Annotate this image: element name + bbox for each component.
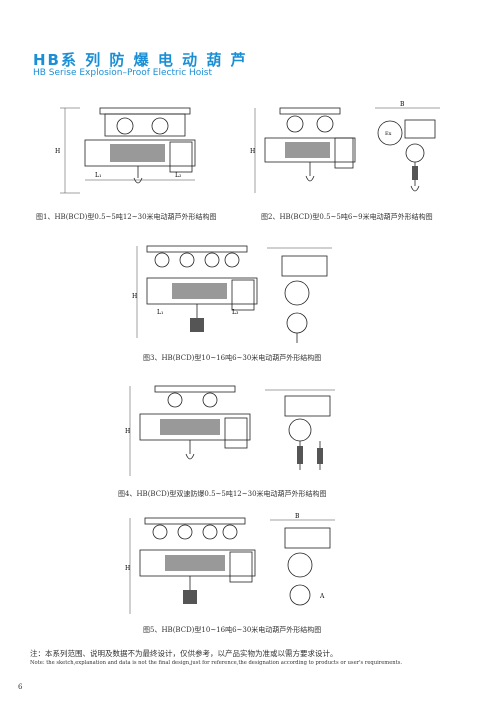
dim-h-label: H [55,148,60,155]
footer-note-en: Note: the sketch,explanation and data is… [30,660,403,666]
dim-l1-label-3: L₁ [157,309,163,316]
figure-1-caption: 图1、HB(BCD)型0.5~5吨12~30米电动葫芦外形结构图 [36,213,217,221]
figure-1-drawing: H L₁ L₂ [50,98,235,208]
dim-b-label-5: B [295,513,300,520]
figure-4-drawing: H [125,378,345,488]
page-subtitle: HB Serise Explosion–Proof Electric Hoist [33,68,212,78]
footer-note-cn: 注：本系列范围、说明及数据不为最终设计，仅供参考，以产品实物为准或以需方要求设计… [30,649,338,658]
dim-h-label-3: H [132,293,137,300]
figure-5-caption: 图5、HB(BCD)型10~16吨6~30米电动葫芦外形结构图 [143,626,322,634]
figure-2-drawing: H B Ex [250,98,450,208]
dim-l3-label-3: L₃ [232,309,239,316]
ex-mark: Ex [385,131,392,137]
figure-2-caption: 图2、HB(BCD)型0.5~5吨6~9米电动葫芦外形结构图 [261,213,433,221]
figure-5-drawing: H B A [125,510,345,622]
figure-3-caption: 图3、HB(BCD)型10~16吨6~30米电动葫芦外形结构图 [143,354,322,362]
dim-b-label-2: B [400,101,405,108]
figure-4-caption: 图4、HB(BCD)型双速防爆0.5~5吨12~30米电动葫芦外形结构图 [118,490,327,498]
page-number: 6 [18,683,23,691]
dim-a-label-5: A [319,593,325,600]
dim-l1-label: L₁ [95,172,101,179]
figure-3-drawing: H L₁ L₃ [132,238,342,350]
dim-l2-label: L₂ [175,172,182,179]
page-title: HB系 列 防 爆 电 动 葫 芦 [33,51,248,69]
dim-h-label-5: H [125,565,130,572]
dim-h-label-4: H [125,428,130,435]
dim-h-label-2: H [250,148,255,155]
